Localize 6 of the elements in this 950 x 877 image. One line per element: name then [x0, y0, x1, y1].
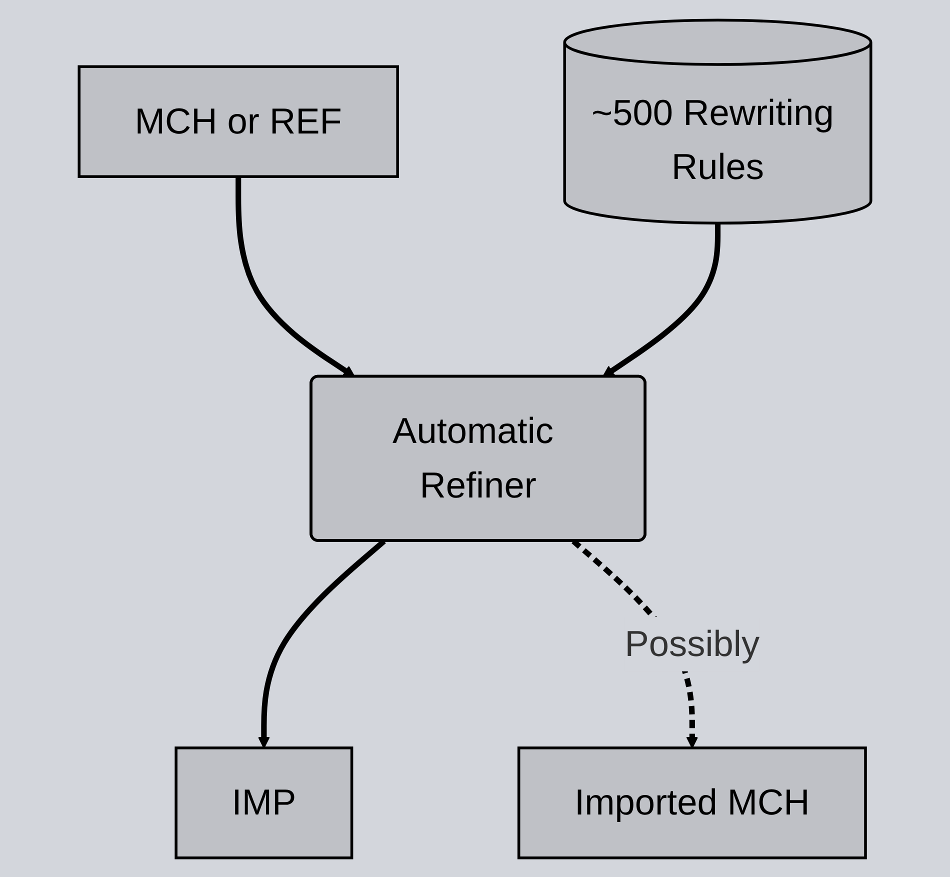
arrow: [602, 222, 721, 377]
node-box: MCH or REF: [78, 64, 399, 178]
edge-label: Possibly: [624, 622, 760, 664]
arrow: [236, 176, 356, 377]
node-box: Imported MCH: [517, 746, 867, 859]
node-box: IMP: [174, 746, 354, 859]
